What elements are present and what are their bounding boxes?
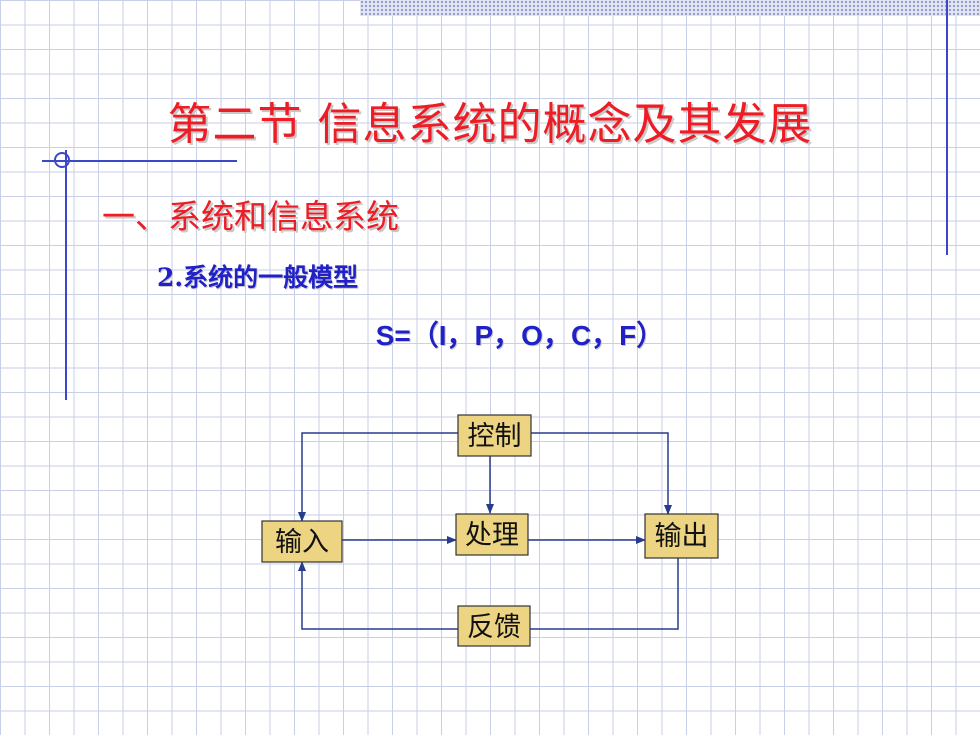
system-formula: S=（I，P，O，C，F） [375,320,665,351]
node-process-label: 处理 [465,520,519,551]
edge-control-to-output [531,432,672,515]
node-control: 控制 [457,414,532,457]
crosshair-circle-icon [54,152,70,168]
subsection-heading: 2.系统的一般模型 [157,263,359,292]
left-accent-line [65,150,67,400]
edge-output-to-feedback [530,558,679,630]
edge-control-to-input [298,432,458,522]
top-decorative-band [360,0,980,16]
node-control-label: 控制 [468,421,522,452]
node-feedback-label: 反馈 [467,612,521,643]
edge-feedback-to-input [298,561,458,630]
left-horizontal-accent-line [42,160,237,162]
slide-title: 第二节 信息系统的概念及其发展 [167,99,813,150]
node-output-label: 输出 [655,521,709,552]
node-feedback: 反馈 [457,605,531,647]
section-heading: 一、系统和信息系统 [102,197,399,236]
node-process: 处理 [455,513,529,556]
node-output: 输出 [644,513,719,559]
right-accent-line [946,0,948,255]
node-input-label: 输入 [275,527,329,558]
node-input: 输入 [261,520,343,563]
